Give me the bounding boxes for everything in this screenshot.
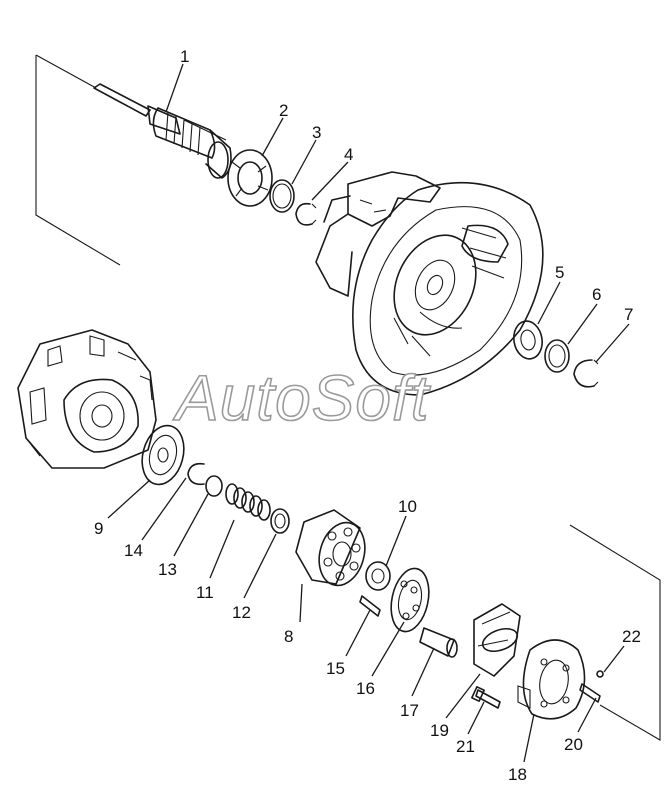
o-ring-left xyxy=(205,475,223,497)
coil-spring xyxy=(225,483,271,521)
part-label-18: 18 xyxy=(508,765,527,784)
part-label-21: 21 xyxy=(456,737,475,756)
assembly-bracket-upper xyxy=(35,54,121,266)
part-label-4: 4 xyxy=(344,145,353,164)
part-label-19: 19 xyxy=(430,721,449,740)
circlip xyxy=(295,202,317,226)
snap-ring-rear xyxy=(544,339,570,373)
valve-plate-right xyxy=(390,567,430,633)
part-label-13: 13 xyxy=(158,560,177,579)
part-label-8: 8 xyxy=(284,627,293,646)
circlip-rear xyxy=(573,359,599,388)
part-label-17: 17 xyxy=(400,701,419,720)
part-label-5: 5 xyxy=(555,263,564,282)
part-label-10: 10 xyxy=(398,497,417,516)
part-label-14: 14 xyxy=(124,541,143,560)
leader-lines xyxy=(107,63,630,763)
part-label-1: 1 xyxy=(180,47,189,66)
cylinder-block xyxy=(295,509,366,587)
drive-shaft xyxy=(93,83,232,179)
snap-ring-small xyxy=(269,179,295,213)
part-number-labels: 1 2 3 4 5 6 7 8 9 10 11 12 13 14 15 16 1… xyxy=(94,47,641,784)
seal-ring xyxy=(365,561,391,591)
part-label-22: 22 xyxy=(622,627,641,646)
regulator-block xyxy=(17,329,157,469)
bearing-rear xyxy=(513,320,543,360)
small-pin xyxy=(596,670,604,678)
part-label-3: 3 xyxy=(312,123,321,142)
guide-pin xyxy=(359,595,381,617)
assembly-bracket-lower xyxy=(569,524,661,741)
valve-plate-left xyxy=(141,424,185,486)
watermark-text: AutoSoft xyxy=(172,362,431,434)
end-cover xyxy=(517,639,586,720)
part-label-7: 7 xyxy=(624,305,633,324)
mounting-bolt xyxy=(471,686,501,709)
piston xyxy=(419,627,458,658)
circlip-left xyxy=(187,462,205,486)
part-label-12: 12 xyxy=(232,603,251,622)
part-label-15: 15 xyxy=(326,659,345,678)
rocker-cam xyxy=(473,603,521,677)
pump-housing xyxy=(315,171,544,396)
part-label-2: 2 xyxy=(279,101,288,120)
part-label-16: 16 xyxy=(356,679,375,698)
spring-collar xyxy=(270,508,290,534)
dowel-pin xyxy=(579,683,601,703)
part-label-20: 20 xyxy=(564,735,583,754)
part-label-11: 11 xyxy=(196,583,214,602)
part-label-6: 6 xyxy=(592,285,601,304)
part-label-9: 9 xyxy=(94,519,103,538)
bearing xyxy=(227,149,273,207)
